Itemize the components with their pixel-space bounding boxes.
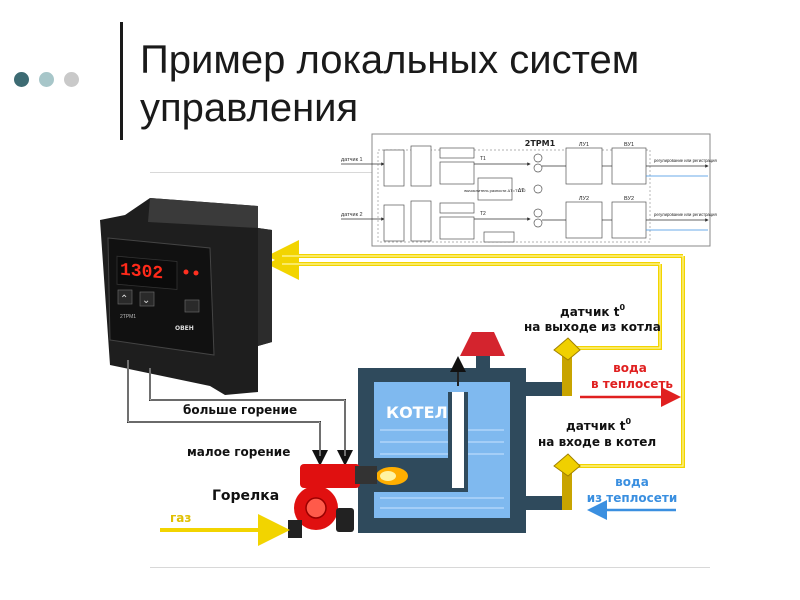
device-button-prog[interactable]: [184, 299, 200, 313]
burner-foot-right: [336, 508, 354, 532]
slide-title-line-2: управления: [140, 86, 359, 130]
bottom-rule: [150, 567, 710, 568]
burner-fan-hub: [305, 497, 327, 519]
burner: [288, 464, 377, 538]
device-side-face: [258, 228, 272, 346]
water-to-label-line1: вода: [613, 361, 647, 375]
device-button-down[interactable]: [139, 291, 155, 307]
outlet-sensor-well: [562, 350, 572, 396]
slide-title-line-1: Пример локальных систем: [140, 38, 640, 82]
block-diagram-title: 2ТРМ1: [525, 139, 556, 148]
lu1-label: ЛУ1: [579, 142, 589, 148]
calc-label: вычислитель разности ΔT=T1-T2: [464, 188, 526, 193]
lu2-block: [565, 201, 603, 239]
burner-nozzle: [355, 466, 377, 484]
vu2-block: [611, 201, 647, 239]
down-arrow-icon: ⌄: [142, 295, 150, 306]
boiler: КОТЕЛ: [358, 332, 526, 533]
lu2-label: ЛУ2: [579, 196, 589, 202]
trm-block-diagram: 2ТРМ1 датчик 1 датчик 2 T1 T2 вычислител…: [341, 133, 717, 247]
inlet-sensor-well: [562, 466, 572, 510]
inlet-sensor-head: [553, 453, 581, 477]
input2-block: [383, 204, 405, 242]
out1-label: регулирование или регистрация: [654, 158, 717, 163]
sensor-in-label-text: датчик t: [566, 419, 626, 433]
sensor-out-label-sup: 0: [619, 303, 625, 312]
t2-label: T2: [480, 211, 486, 217]
boiler-label: КОТЕЛ: [386, 403, 448, 422]
vu1-label: ВУ1: [624, 142, 634, 148]
t1-label: T1: [480, 156, 486, 162]
water-from-label-line2: из теплосети: [587, 491, 678, 505]
sensor-in-label-line2: на входе в котел: [538, 435, 656, 449]
burner-label: Горелка: [212, 488, 279, 504]
vu1-block: [611, 147, 647, 185]
outlet-sensor-head: [553, 337, 581, 361]
out2-label: регулирование или регистрация: [654, 212, 717, 217]
input1-label: датчик 1: [341, 157, 363, 163]
bullet-dot-3: [64, 72, 79, 87]
less-burning-label: малое горение: [187, 445, 290, 459]
more-burning-label: больше горение: [183, 403, 297, 417]
device-display: [116, 255, 178, 290]
sensor-out-label-text: датчик t: [560, 305, 620, 319]
bullet-dots: [14, 72, 79, 87]
chimney-pipe: [476, 356, 490, 370]
water-to-label-line2: в теплосеть: [591, 377, 673, 391]
sensor-in-label-sup: 0: [625, 417, 631, 426]
correction1-block: [439, 161, 475, 185]
delta-label: ΔT: [518, 188, 524, 194]
inlet-pipe: [526, 496, 566, 510]
burner-foot-left: [288, 520, 302, 538]
selector-t2-b: [533, 218, 543, 228]
device-top-face: [148, 198, 258, 228]
device-model-label: 2ТРМ1: [120, 314, 136, 320]
chimney-cap: [460, 332, 505, 356]
selector-t1-b: [533, 163, 543, 173]
input2-label: датчик 2: [341, 212, 363, 218]
flue-inner: [452, 392, 464, 488]
slide-title: Пример локальных систем управления: [140, 36, 639, 132]
vu2-label: ВУ2: [624, 196, 634, 202]
sensor-out-label-line1: датчик t0: [560, 303, 625, 319]
device-button-up[interactable]: [117, 289, 133, 305]
selector-t1-a: [533, 153, 543, 163]
sensor-in-label-line1: датчик t0: [566, 417, 631, 433]
water-pipes: [526, 337, 581, 510]
bullet-dot-2: [39, 72, 54, 87]
calc-block: [477, 177, 513, 201]
up-arrow-icon: ⌃: [120, 294, 128, 305]
device-brand-label: ОВЕН: [175, 325, 194, 332]
correction2-block: [439, 216, 475, 240]
bullet-dot-1: [14, 72, 29, 87]
filter1-block: [439, 147, 475, 159]
filter2-block: [439, 202, 475, 214]
outlet-pipe: [526, 382, 566, 396]
input1-block: [383, 149, 405, 187]
lu1-block: [565, 147, 603, 185]
sensor-signal-lines-inner: [282, 255, 684, 467]
device-led-1: [183, 269, 189, 275]
selector-delta: [533, 184, 543, 194]
water-from-label-line1: вода: [615, 475, 649, 489]
title-divider: [120, 22, 123, 140]
scale2-block: [410, 200, 432, 242]
device-display-value: 1302: [120, 261, 163, 285]
device-led-2: [193, 270, 199, 276]
burner-body: [300, 464, 360, 488]
gas-label: газ: [170, 511, 191, 525]
controller-device: 1302 ⌃ ⌄ 2ТРМ1 ОВЕН: [100, 198, 272, 395]
boiler-water: [374, 382, 510, 518]
mini-display: [483, 231, 515, 243]
selector-t2-a: [533, 208, 543, 218]
scale1-block: [410, 145, 432, 187]
sensor-out-label-line2: на выходе из котла: [524, 320, 661, 334]
